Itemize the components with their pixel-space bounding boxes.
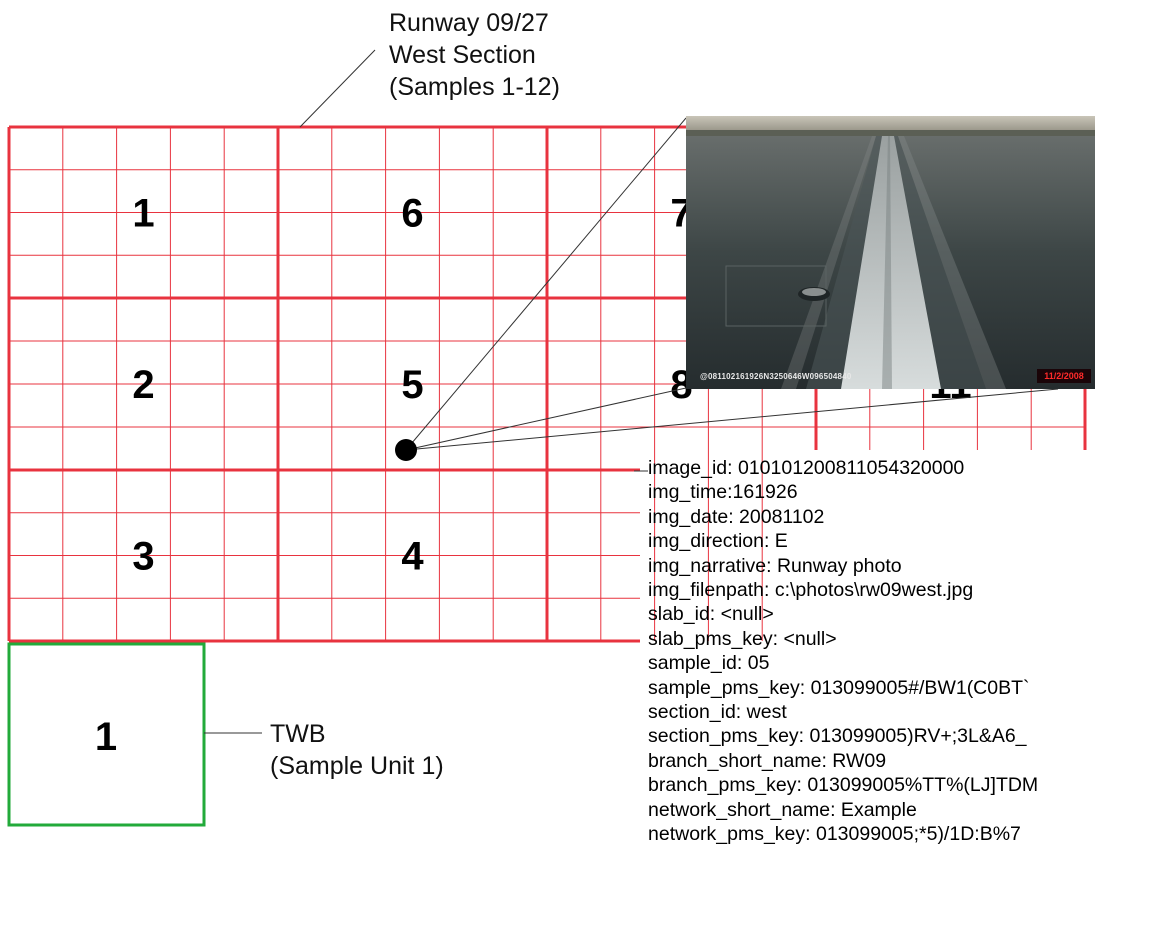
twb-box-border <box>7 642 206 827</box>
attribute-row: sample_id: 05 <box>648 652 770 675</box>
leader-lines <box>204 49 1059 734</box>
twb-caption: TWB (Sample Unit 1) <box>270 718 444 782</box>
twb-caption-line-2: (Sample Unit 1) <box>270 752 444 780</box>
attribute-row: network_short_name: Example <box>648 798 917 821</box>
photo-leader-bottom-left <box>405 387 687 451</box>
twb-sample-label: 1 <box>95 715 117 759</box>
twb-sample-box <box>7 642 206 827</box>
attribute-row: sample_pms_key: 013099005#/BW1(C0BT` <box>648 676 1030 699</box>
attribute-row: image_id: 010101200811054320000 <box>648 457 965 479</box>
sample-label-3: 3 <box>132 535 154 579</box>
photo-leader-top <box>405 117 687 451</box>
attribute-row: img_filenpath: c:\photos\rw09west.jpg <box>648 579 974 602</box>
photo-location-marker <box>395 439 417 461</box>
attribute-row: img_date: 20081102 <box>648 505 825 528</box>
section-callout-line-1: Runway 09/27 <box>389 9 549 37</box>
attribute-row: img_time:161926 <box>648 481 798 504</box>
attribute-row: branch_pms_key: 013099005%TT%(LJ]TDM <box>648 774 1039 797</box>
photo-date-stamp: 11/2/2008 <box>1037 369 1091 383</box>
photo-gps-stamp: @081102161926N3250646W096504840 <box>700 372 852 381</box>
sample-label-5: 5 <box>401 363 423 407</box>
sample-label-6: 6 <box>401 192 423 236</box>
sample-label-2: 2 <box>132 363 154 407</box>
section-callout-line-2: West Section <box>389 41 536 69</box>
sample-label-1: 1 <box>132 192 154 236</box>
attribute-row: section_pms_key: 013099005)RV+;3L&A6_ <box>648 725 1027 748</box>
sample-label-4: 4 <box>401 535 424 579</box>
photo-leader-bottom-right <box>405 388 1059 451</box>
section-callout-line-3: (Samples 1-12) <box>389 73 560 101</box>
grid-major-lines <box>7 125 1087 643</box>
section-leader-line <box>299 49 376 128</box>
attribute-row: section_id: west <box>648 701 787 724</box>
attribute-row: branch_short_name: RW09 <box>648 749 887 772</box>
runway-photo-image <box>686 116 1095 389</box>
attribute-row: img_direction: E <box>648 530 788 553</box>
attribute-row: network_pms_key: 013099005;*5)/1D:B%7 <box>648 823 1021 846</box>
attribute-row: img_narrative: Runway photo <box>648 554 902 577</box>
runway-photo: @081102161926N3250646W096504840 11/2/200… <box>686 116 1095 389</box>
twb-caption-line-1: TWB <box>270 720 326 748</box>
section-callout: Runway 09/27 West Section (Samples 1-12) <box>389 7 560 103</box>
attribute-row: slab_id: <null> <box>648 603 774 626</box>
attribute-row: slab_pms_key: <null> <box>648 627 837 650</box>
